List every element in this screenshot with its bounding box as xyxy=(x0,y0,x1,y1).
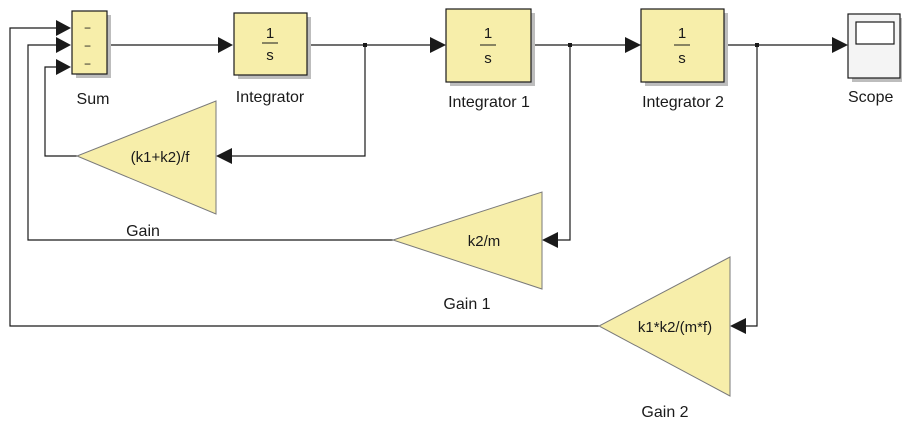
arrow-left-icon xyxy=(542,232,558,248)
arrow-left-icon xyxy=(216,148,232,164)
gain-label: Gain xyxy=(126,223,160,240)
integrator-denominator: s xyxy=(266,47,274,64)
branch-point xyxy=(568,43,572,47)
arrow-right-icon xyxy=(218,37,233,53)
arrow-right-icon xyxy=(625,37,641,53)
integrator1-numerator: 1 xyxy=(484,25,492,42)
wire-gain-to-sum xyxy=(44,66,77,157)
gain2-block[interactable]: k1*k2/(m*f) xyxy=(597,256,731,397)
integrator2-numerator: 1 xyxy=(678,25,686,42)
arrow-right-icon xyxy=(832,37,848,53)
wire-gain2-to-sum xyxy=(9,27,599,327)
sum-block[interactable]: − − − xyxy=(71,10,111,78)
branch-point xyxy=(363,43,367,47)
arrow-right-icon xyxy=(56,59,71,75)
gain1-block[interactable]: k2/m xyxy=(391,191,543,290)
gain-expression: (k1+k2)/f xyxy=(131,149,191,166)
integrator-numerator: 1 xyxy=(266,25,274,42)
sum-sign-2: − xyxy=(84,39,91,53)
wire-branch-to-gain1 xyxy=(556,45,571,241)
sum-sign-1: − xyxy=(84,21,91,35)
integrator1-denominator: s xyxy=(484,50,492,67)
arrow-left-icon xyxy=(730,318,746,334)
integrator2-denominator: s xyxy=(678,50,686,67)
sum-label: Sum xyxy=(77,91,110,108)
gain2-label: Gain 2 xyxy=(641,404,688,421)
gain2-expression: k1*k2/(m*f) xyxy=(638,319,712,336)
signal-lines xyxy=(9,27,836,327)
integrator1-block[interactable]: 1 s xyxy=(445,8,535,86)
wire-branch-to-gain2 xyxy=(744,45,758,327)
integrator-label: Integrator xyxy=(236,89,305,106)
integrator2-label: Integrator 2 xyxy=(642,94,724,111)
integrator1-label: Integrator 1 xyxy=(448,94,530,111)
gain1-label: Gain 1 xyxy=(443,296,490,313)
scope-label: Scope xyxy=(848,89,893,106)
arrow-right-icon xyxy=(56,37,71,53)
integrator-block[interactable]: 1 s xyxy=(233,12,311,79)
arrowheads xyxy=(56,20,848,334)
integrator2-block[interactable]: 1 s xyxy=(640,8,728,86)
wire-gain1-to-sum xyxy=(27,44,393,241)
scope-screen-icon xyxy=(855,21,895,45)
arrow-right-icon xyxy=(430,37,446,53)
gain1-expression: k2/m xyxy=(468,233,501,250)
arrow-right-icon xyxy=(56,20,71,36)
scope-block[interactable] xyxy=(847,13,902,82)
wire-branch-to-gain xyxy=(232,45,366,157)
sum-sign-3: − xyxy=(84,57,91,71)
gain-block[interactable]: (k1+k2)/f xyxy=(75,100,217,215)
branch-point xyxy=(755,43,759,47)
